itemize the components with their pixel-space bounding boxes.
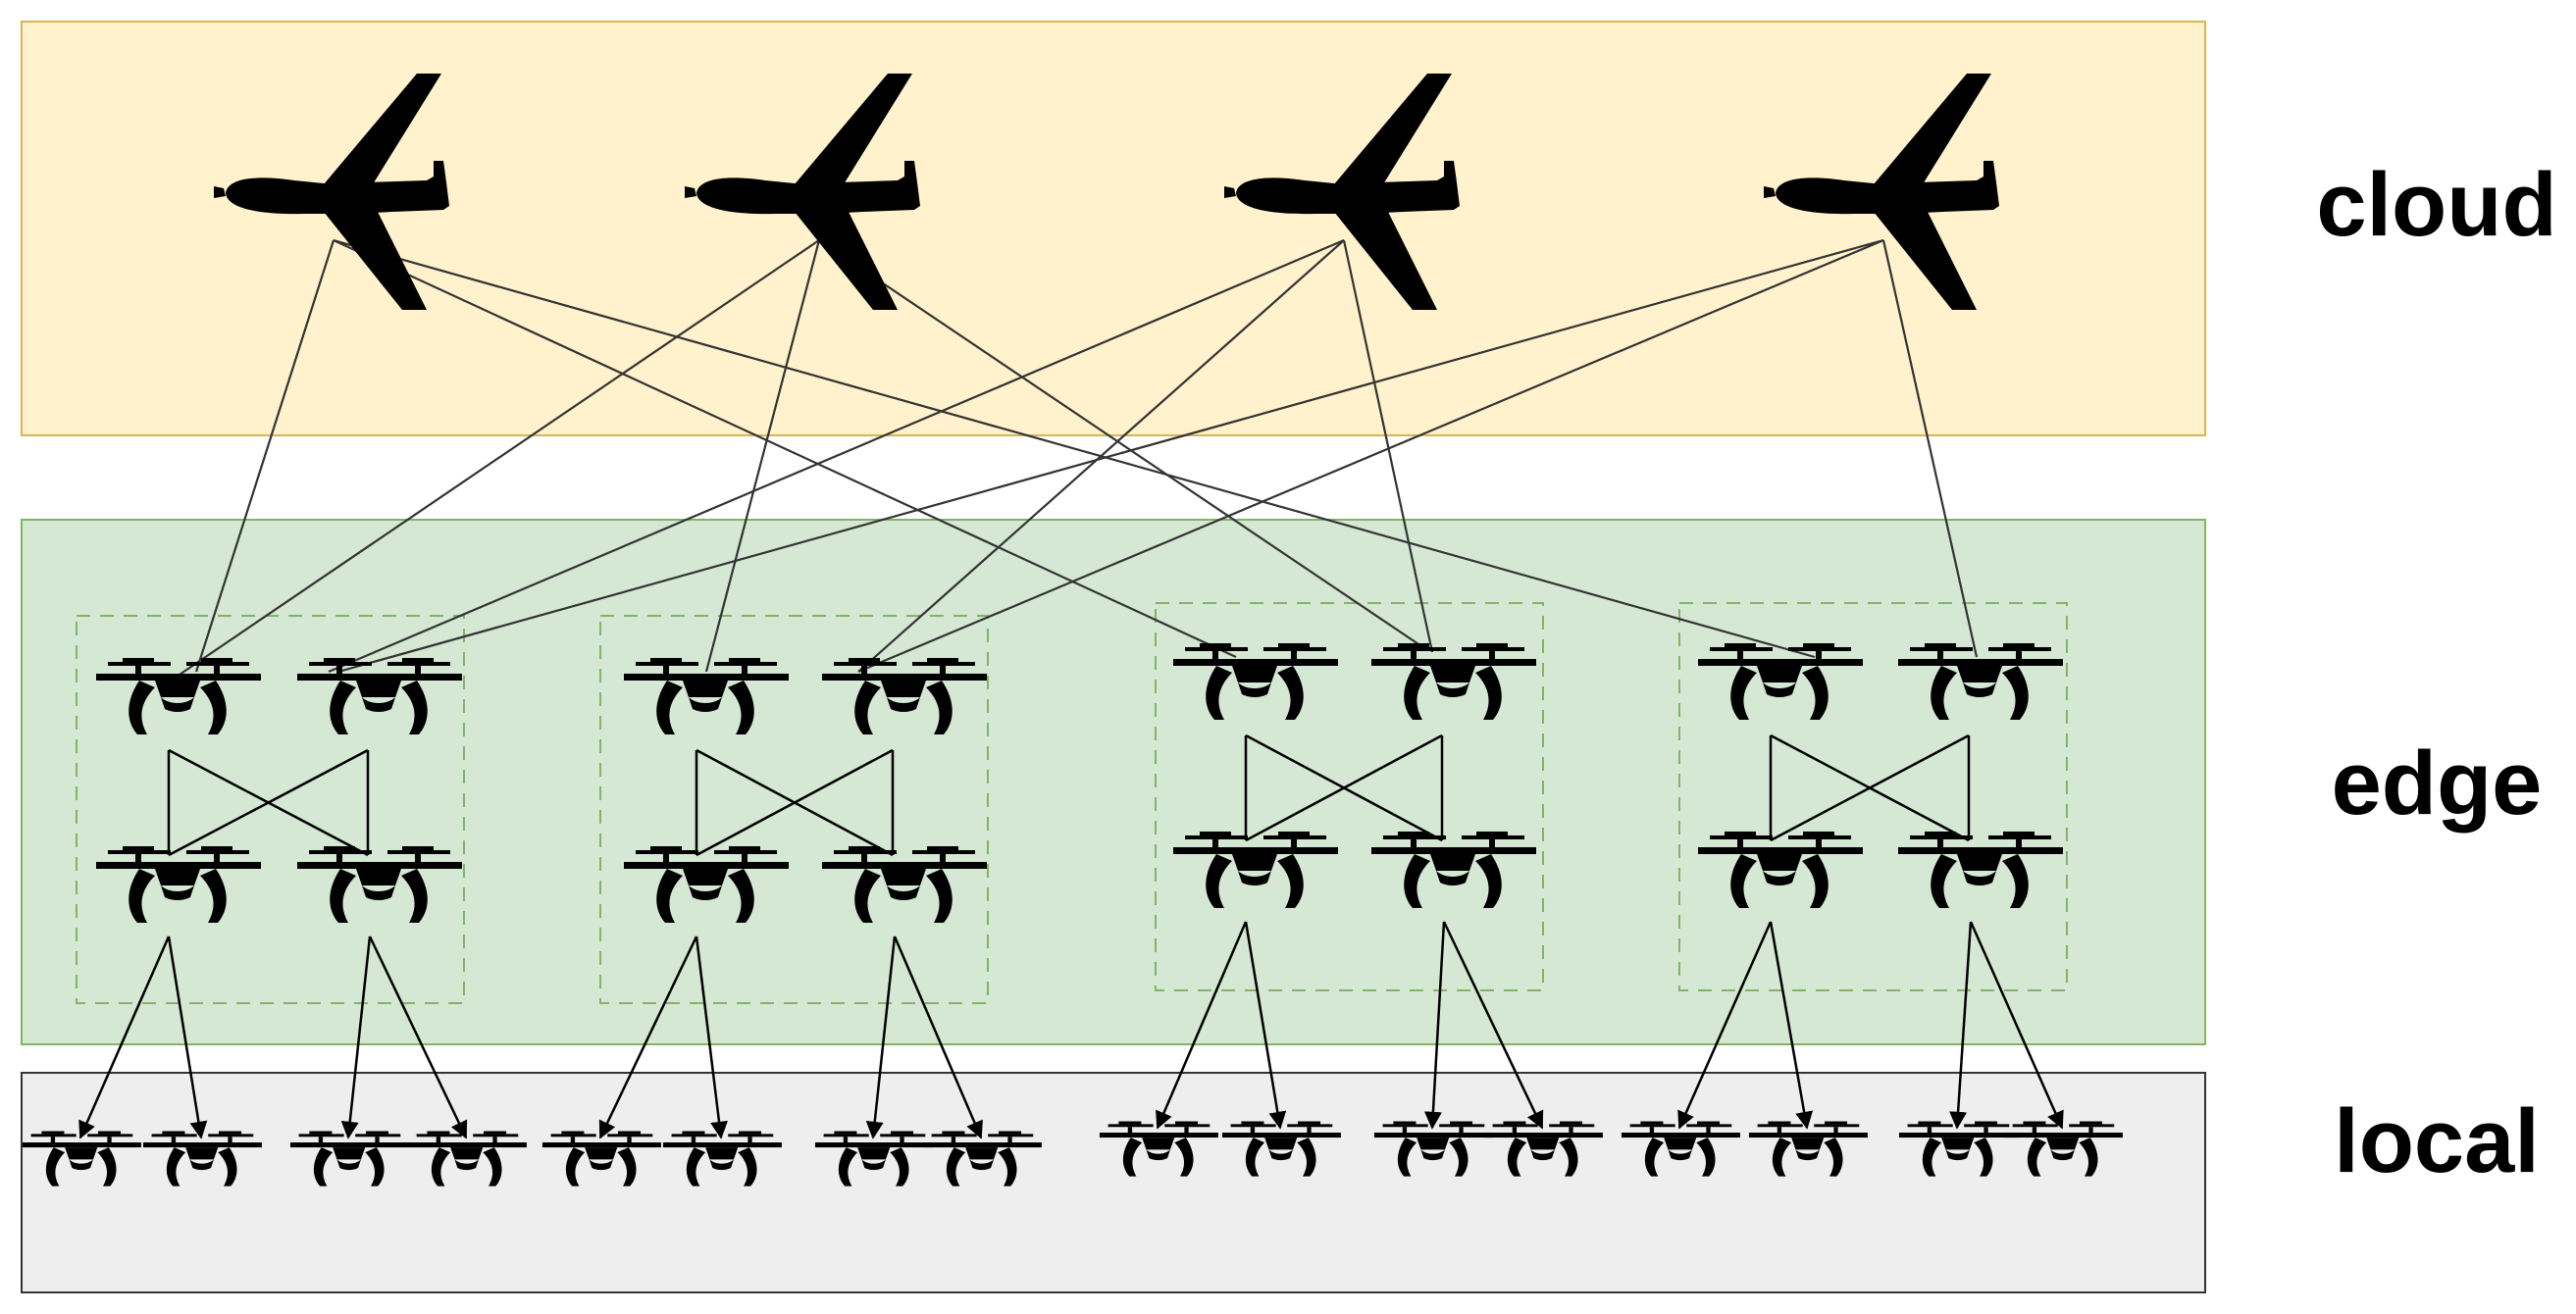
edge-local-arrow <box>1949 921 1973 1130</box>
cloud-edge-links <box>176 238 1979 678</box>
edge-local-arrow <box>598 935 698 1139</box>
edge-local-arrow <box>1769 921 1814 1130</box>
cloud-edge-link <box>333 239 1237 658</box>
edge-local-arrow <box>340 935 372 1139</box>
cloud-edge-link <box>704 239 821 673</box>
cloud-edge-link <box>328 238 1345 674</box>
edge-local-arrow <box>893 935 983 1139</box>
cloud-edge-link <box>194 239 335 673</box>
cloud-edge-link <box>1881 239 1979 658</box>
edge-local-arrow <box>1244 921 1287 1130</box>
edge-cluster-box <box>1678 602 2068 991</box>
cloud-edge-link <box>818 239 1428 651</box>
edge-local-arrow <box>1442 921 1544 1130</box>
cloud-edge-link <box>176 239 820 678</box>
cloud-edge-link <box>857 238 1884 674</box>
mesh-link <box>1245 733 1443 842</box>
mesh-link <box>168 748 369 857</box>
edge-local-arrow <box>865 935 897 1139</box>
local-layer-label: local <box>2334 1091 2540 1191</box>
mesh-link <box>696 748 894 857</box>
cloud-edge-link <box>857 239 1345 673</box>
edge-mesh-links <box>167 733 1971 857</box>
cloud-edge-link <box>1342 239 1434 653</box>
edge-local-arrow <box>1969 921 2064 1130</box>
cloud-layer-label: cloud <box>2316 155 2556 255</box>
edge-cluster-box <box>76 615 465 1004</box>
edge-local-arrow <box>368 935 468 1139</box>
edge-local-arrow <box>78 935 171 1139</box>
edge-clusters <box>76 602 2068 1004</box>
edge-local-arrow <box>1677 921 1773 1130</box>
edge-local-arrow <box>695 935 728 1139</box>
edge-local-arrow <box>167 935 208 1139</box>
edge-layer-label: edge <box>2332 733 2543 834</box>
edge-local-links <box>78 921 2064 1139</box>
local-layer-band <box>21 1072 2206 1293</box>
mesh-link <box>1770 733 1970 842</box>
edge-layer-band <box>21 519 2206 1045</box>
edge-cluster-box <box>599 615 989 1004</box>
edge-local-arrow <box>1423 921 1446 1130</box>
cloud-edge-link <box>333 238 1816 659</box>
cloud-edge-link <box>337 238 1884 674</box>
edge-local-arrow <box>1156 921 1248 1130</box>
edge-cluster-box <box>1155 602 1544 991</box>
